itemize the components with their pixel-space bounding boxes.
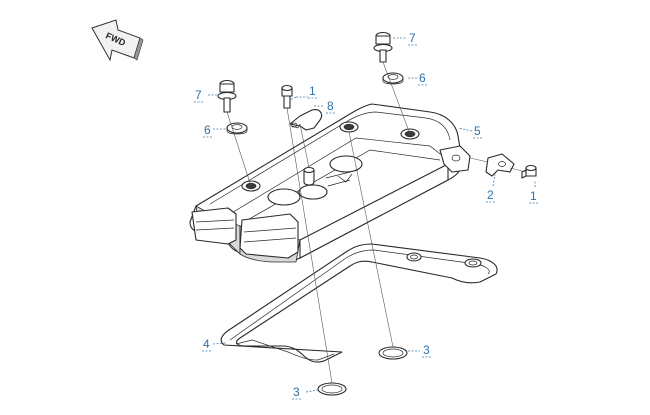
- special-bolt-right: [373, 31, 393, 63]
- callout-8: 8: [327, 99, 334, 113]
- callout-6-left: 6: [204, 123, 211, 137]
- o-ring-right: [378, 346, 408, 360]
- callout-4: 4: [203, 337, 210, 351]
- callout-2: 2: [487, 188, 494, 202]
- valve-cover: [189, 103, 471, 263]
- o-ring-bottom: [317, 382, 347, 396]
- assembly-axis-lines: [226, 61, 527, 384]
- callout-3-bottom: 3: [293, 385, 300, 399]
- wire-clamp-bracket: [289, 109, 323, 131]
- washer-right: [382, 72, 404, 85]
- callout-1-top: 1: [309, 84, 316, 98]
- callout-leaders: [208, 37, 536, 393]
- callout-6-right: 6: [419, 71, 426, 85]
- valve-cover-gasket: [220, 243, 498, 363]
- callout-7-right: 7: [409, 31, 416, 45]
- mounting-bracket: [485, 153, 515, 177]
- callout-7-left: 7: [195, 88, 202, 102]
- washer-left: [226, 122, 248, 135]
- callout-5: 5: [474, 124, 481, 138]
- bolt-top: [281, 84, 293, 109]
- fwd-arrow-icon: FWD: [91, 19, 144, 62]
- callout-3-right: 3: [423, 343, 430, 357]
- callout-underlines: [194, 44, 539, 400]
- special-bolt-left: [217, 79, 237, 113]
- callout-1-right: 1: [530, 189, 537, 203]
